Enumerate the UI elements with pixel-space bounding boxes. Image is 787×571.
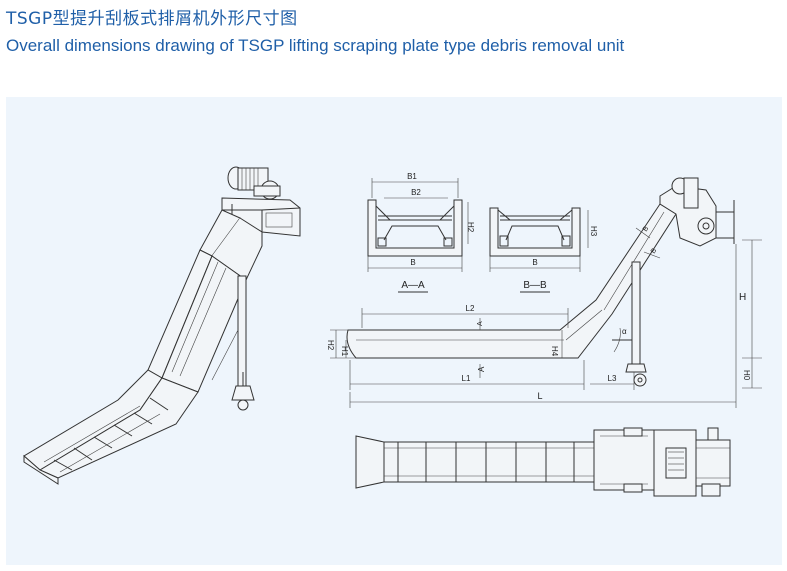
dim-h1: H1: [340, 346, 349, 357]
dim-b2: B2: [411, 188, 421, 197]
dim-h: H: [739, 292, 746, 303]
side-elevation-view: α B B A A L2 H4 H2 H1 L1 L3: [326, 177, 762, 408]
plan-view: [355, 427, 731, 497]
dim-h2: H2: [466, 222, 475, 233]
section-b-caption: B—B: [523, 280, 547, 291]
dim-h0: H0: [742, 370, 751, 381]
page-title-english: Overall dimensions drawing of TSGP lifti…: [6, 36, 625, 55]
section-a-a: B1 B2 H2 B A—A: [367, 172, 475, 293]
cut-label-b-upper: B: [642, 225, 651, 233]
section-a-caption: A—A: [401, 280, 425, 291]
dim-l3: L3: [608, 374, 617, 383]
motor: [227, 166, 281, 200]
dim-h4: H4: [550, 346, 559, 357]
dim-b: B: [410, 258, 415, 267]
isometric-conveyor-view: [23, 166, 301, 485]
angle-alpha: α: [622, 327, 627, 336]
cut-label-a-lower: A: [477, 366, 486, 372]
dim-h2-side: H2: [326, 340, 335, 351]
dim-h3: H3: [589, 226, 598, 237]
dim-b-section-b: B: [532, 258, 537, 267]
page-title-chinese: TSGP型提升刮板式排屑机外形尺寸图: [6, 9, 298, 29]
dim-l: L: [537, 391, 542, 401]
cut-label-a-upper: A: [477, 321, 484, 326]
section-b-b: H3 B B—B: [489, 207, 598, 293]
cut-label-b-lower: B: [650, 247, 659, 255]
dim-l2: L2: [466, 304, 475, 313]
dim-l1: L1: [462, 374, 471, 383]
dim-b1: B1: [407, 172, 417, 181]
